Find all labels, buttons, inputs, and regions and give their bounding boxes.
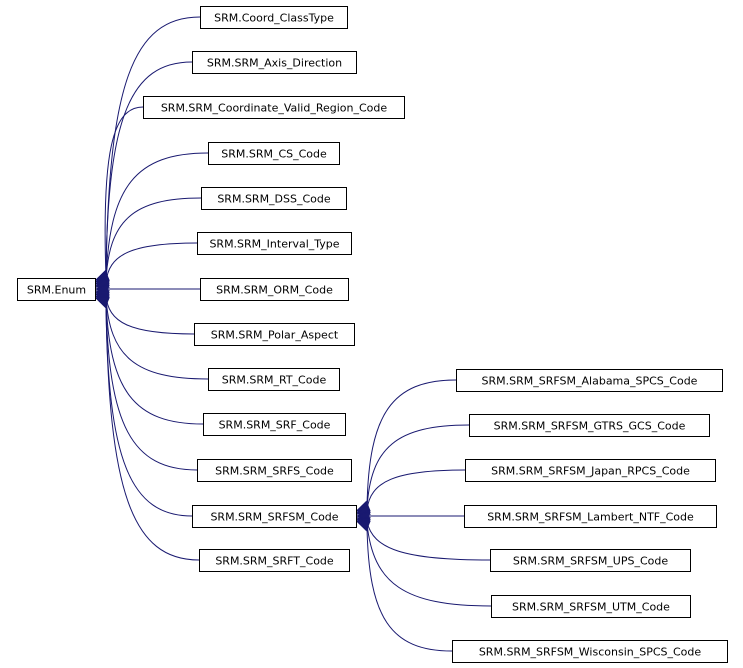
inheritance-edge <box>105 301 200 561</box>
class-node-box <box>200 278 349 301</box>
class-node-box <box>17 278 96 301</box>
class-node-srfsm-ups[interactable]: SRM.SRM_SRFSM_UPS_Code <box>490 549 691 572</box>
inheritance-edge <box>105 61 193 277</box>
class-node-label: SRM.SRM_SRFSM_Wisconsin_SPCS_Code <box>479 646 702 659</box>
class-node-label: SRM.SRM_Interval_Type <box>209 238 339 251</box>
class-node-label: SRM.SRM_SRF_Code <box>219 419 331 432</box>
class-node-box <box>469 414 710 437</box>
class-node-srfsm-lambert[interactable]: SRM.SRM_SRFSM_Lambert_NTF_Code <box>464 505 717 528</box>
class-node-label: SRM.SRM_ORM_Code <box>216 284 333 297</box>
class-node-label: SRM.Coord_ClassType <box>214 12 334 25</box>
class-node-interval-type[interactable]: SRM.SRM_Interval_Type <box>197 232 352 255</box>
class-node-box <box>208 142 340 165</box>
class-node-box <box>452 640 728 663</box>
class-node-srft-code[interactable]: SRM.SRM_SRFT_Code <box>199 549 350 572</box>
inheritance-edge <box>366 525 453 652</box>
class-node-box <box>192 505 357 528</box>
inheritance-arrowhead <box>355 520 371 532</box>
class-node-label: SRM.SRM_SRFSM_UPS_Code <box>513 555 669 568</box>
inheritance-edge <box>105 296 209 380</box>
class-node-srfsm-code[interactable]: SRM.SRM_SRFSM_Code <box>192 505 357 528</box>
class-node-label: SRM.SRM_DSS_Code <box>217 193 331 206</box>
class-node-label: SRM.SRM_SRFSM_Code <box>210 511 338 524</box>
inheritance-edge <box>366 523 492 607</box>
class-node-box <box>203 413 346 436</box>
class-node-srfsm-japan[interactable]: SRM.SRM_SRFSM_Japan_RPCS_Code <box>465 459 716 482</box>
class-node-label: SRM.SRM_SRFSM_Lambert_NTF_Code <box>487 511 694 524</box>
class-node-box <box>456 369 723 392</box>
class-node-rt-code[interactable]: SRM.SRM_RT_Code <box>208 368 340 391</box>
class-node-label: SRM.SRM_Coordinate_Valid_Region_Code <box>161 102 388 115</box>
class-node-label: SRM.SRM_CS_Code <box>221 148 327 161</box>
class-node-label: SRM.SRM_SRFT_Code <box>215 555 334 568</box>
class-node-srfsm-utm[interactable]: SRM.SRM_SRFSM_UTM_Code <box>491 595 691 618</box>
class-node-dss-code[interactable]: SRM.SRM_DSS_Code <box>201 187 347 210</box>
class-node-box <box>192 51 357 74</box>
class-node-box <box>200 6 348 29</box>
class-node-cs-code[interactable]: SRM.SRM_CS_Code <box>208 142 340 165</box>
inheritance-edge <box>366 379 457 507</box>
inheritance-edge <box>105 294 195 335</box>
class-node-label: SRM.SRM_Polar_Aspect <box>211 329 339 342</box>
class-node-srfsm-gtrs[interactable]: SRM.SRM_SRFSM_GTRS_GCS_Code <box>469 414 710 437</box>
class-node-coordinate-valid-region-code[interactable]: SRM.SRM_Coordinate_Valid_Region_Code <box>143 96 405 119</box>
class-node-srf-code[interactable]: SRM.SRM_SRF_Code <box>203 413 346 436</box>
class-node-box <box>490 549 691 572</box>
class-node-label: SRM.SRM_RT_Code <box>222 374 327 387</box>
class-node-label: SRM.Enum <box>27 284 86 297</box>
class-node-box <box>143 96 405 119</box>
inheritance-edge <box>105 197 202 282</box>
class-node-box <box>464 505 717 528</box>
class-node-srfsm-wisconsin[interactable]: SRM.SRM_SRFSM_Wisconsin_SPCS_Code <box>452 640 728 663</box>
inheritance-edge <box>105 16 201 277</box>
class-node-label: SRM.SRM_SRFSM_UTM_Code <box>512 601 670 614</box>
class-node-polar-aspect[interactable]: SRM.SRM_Polar_Aspect <box>194 323 355 346</box>
class-node-enum[interactable]: SRM.Enum <box>17 278 96 301</box>
inheritance-edge <box>105 152 209 280</box>
inheritance-edge <box>105 242 198 284</box>
inheritance-edge <box>366 424 470 509</box>
inheritance-edge <box>366 469 466 511</box>
class-node-box <box>208 368 340 391</box>
edges-layer <box>94 16 492 652</box>
class-node-label: SRM.SRM_SRFSM_Japan_RPCS_Code <box>491 465 690 478</box>
class-node-label: SRM.SRM_Axis_Direction <box>207 57 342 70</box>
nodes-layer: SRM.Enum SRM.Coord_ClassTypeSRM.SRM_Axis_… <box>17 6 728 663</box>
inheritance-edge <box>104 106 144 278</box>
class-node-srfsm-alabama[interactable]: SRM.SRM_SRFSM_Alabama_SPCS_Code <box>456 369 723 392</box>
class-node-box <box>199 549 350 572</box>
class-node-box <box>491 595 691 618</box>
class-node-box <box>465 459 716 482</box>
class-node-box <box>197 232 352 255</box>
class-node-axis-direction[interactable]: SRM.SRM_Axis_Direction <box>192 51 357 74</box>
class-node-label: SRM.SRM_SRFSM_Alabama_SPCS_Code <box>482 375 698 388</box>
class-node-box <box>197 459 352 482</box>
class-node-orm-code[interactable]: SRM.SRM_ORM_Code <box>200 278 349 301</box>
inheritance-edge <box>105 300 198 471</box>
inheritance-edge <box>366 521 491 561</box>
inheritance-arrowhead <box>94 297 110 308</box>
class-node-coord-classtype[interactable]: SRM.Coord_ClassType <box>200 6 348 29</box>
class-node-box <box>194 323 355 346</box>
class-node-label: SRM.SRM_SRFS_Code <box>215 465 334 478</box>
class-node-box <box>201 187 347 210</box>
inheritance-edge <box>105 298 204 425</box>
class-node-srfs-code[interactable]: SRM.SRM_SRFS_Code <box>197 459 352 482</box>
class-node-label: SRM.SRM_SRFSM_GTRS_GCS_Code <box>494 420 686 433</box>
